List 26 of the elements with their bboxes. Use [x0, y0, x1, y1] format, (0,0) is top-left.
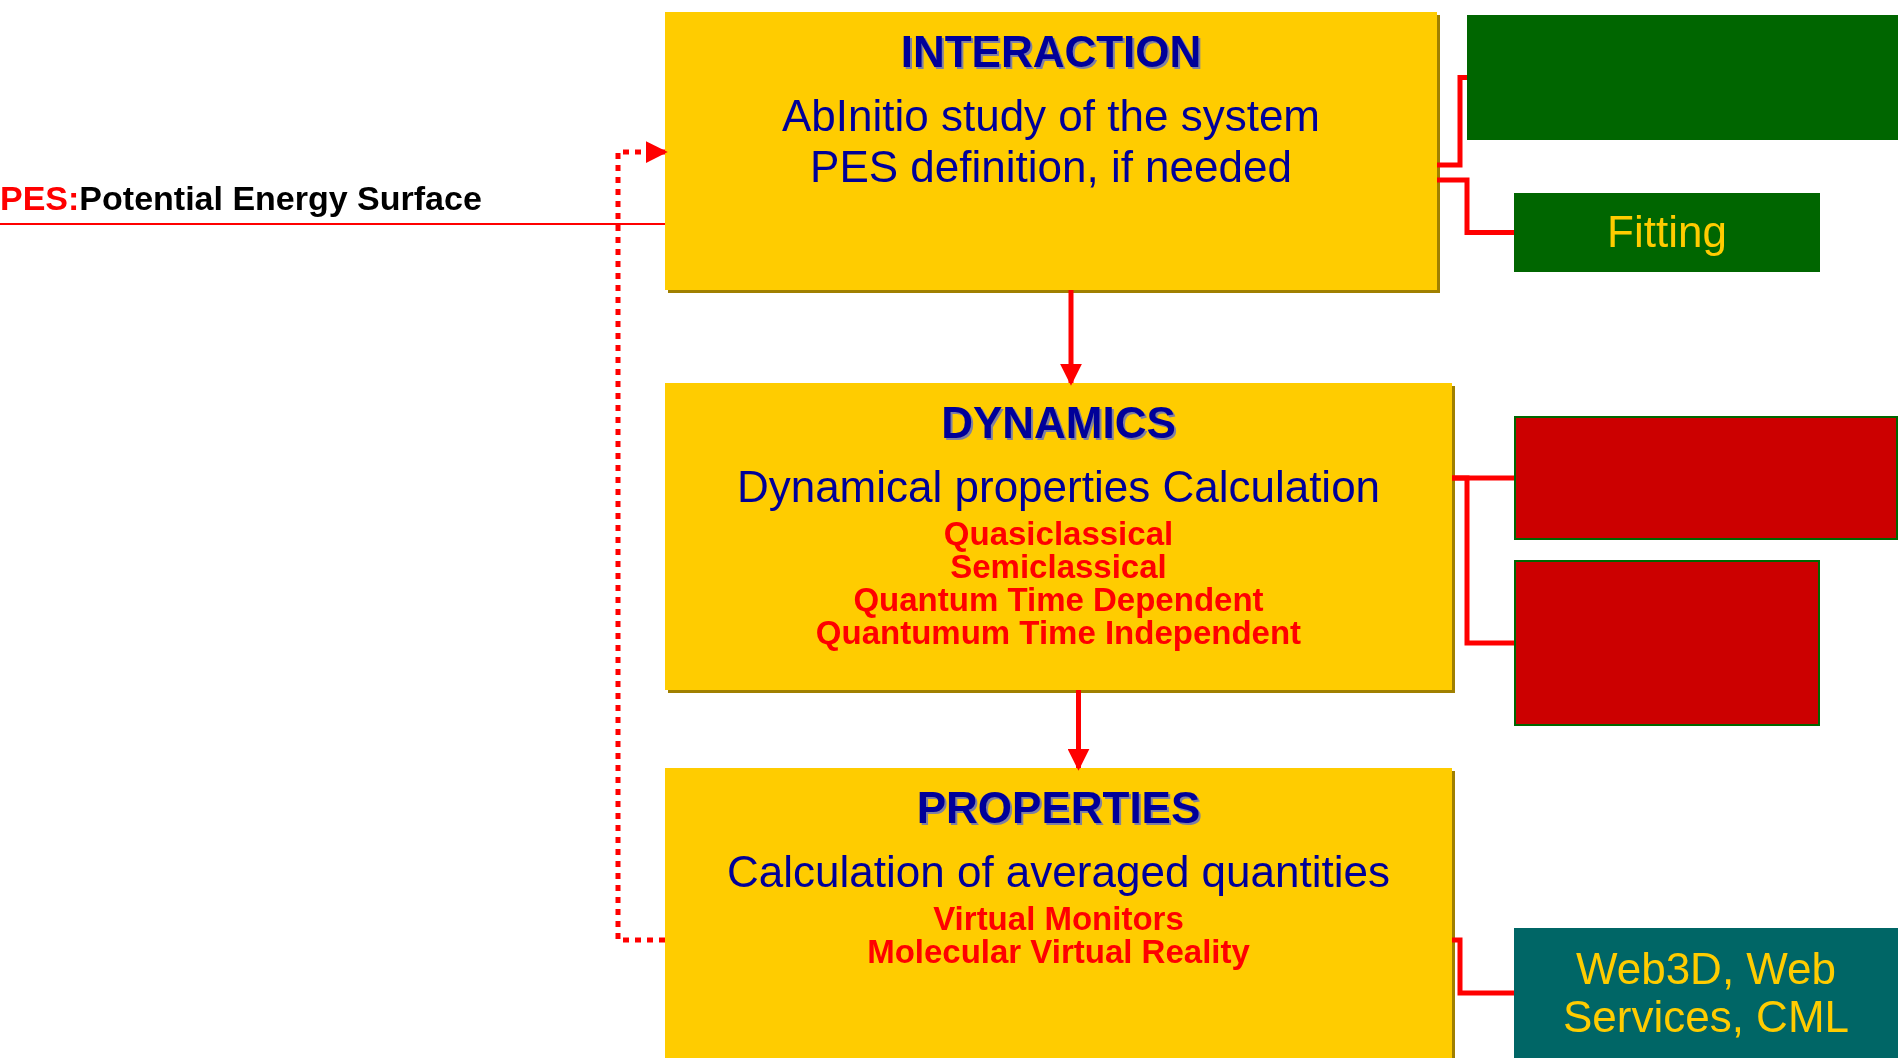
abbreviation-text: PES:	[0, 178, 80, 219]
method-text: Quasiclassical	[943, 516, 1174, 550]
leader-line	[0, 223, 666, 225]
method-text: Quantum Time Dependent	[853, 582, 1264, 616]
tool-box	[1514, 928, 1898, 1058]
tool-label: Web3D, Web Services, CML	[1561, 944, 1851, 1042]
box-title: PROPERTIES	[916, 782, 1201, 834]
tool-box	[1514, 416, 1898, 540]
definition-text: Potential Energy Surface	[79, 178, 482, 219]
connector-arrow	[615, 141, 668, 943]
process-box	[665, 383, 1452, 690]
description-text: Calculation of averaged quantities	[727, 847, 1390, 898]
tool-box	[1514, 193, 1820, 272]
tool-box	[1467, 15, 1898, 140]
box-title: INTERACTION	[900, 26, 1202, 78]
description-text: AbInitio study of the system PES definition, if needed	[780, 91, 1321, 193]
box-title: DYNAMICS	[941, 397, 1176, 449]
description-text: Dynamical properties Calculation	[736, 462, 1381, 513]
method-text: Virtual Monitors	[933, 901, 1184, 935]
tool-box	[1514, 560, 1820, 726]
connector-arrow	[1060, 290, 1082, 386]
connector-arrow	[1067, 690, 1090, 771]
process-box	[665, 768, 1452, 1058]
tool-label: Fitting	[1607, 208, 1727, 257]
process-box	[665, 12, 1437, 290]
method-text: Molecular Virtual Reality	[867, 934, 1250, 968]
